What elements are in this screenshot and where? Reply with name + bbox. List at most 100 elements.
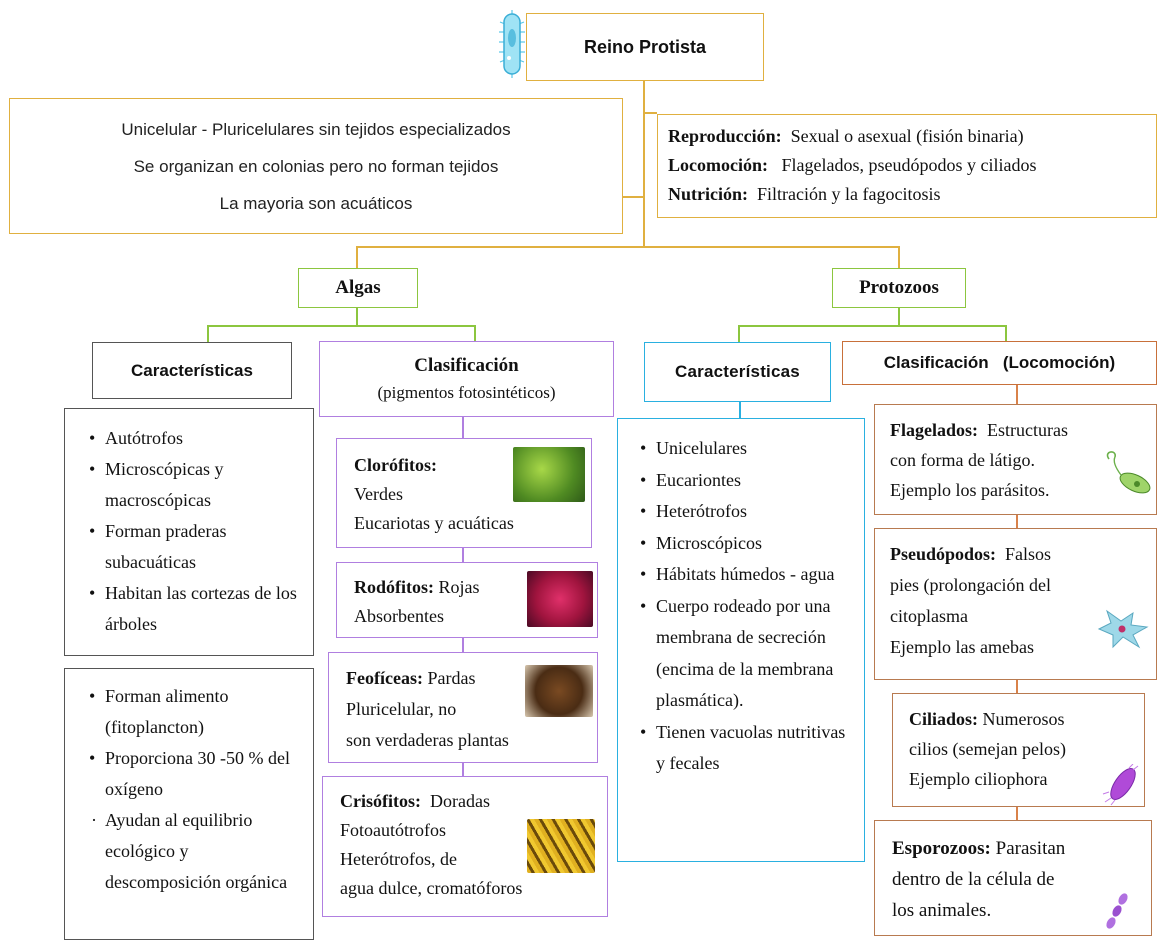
flagelados-text: Estructuras [987,420,1068,440]
connector-protozoos-split [738,325,1006,327]
algas-title: Algas [335,277,381,298]
protist-icon [498,8,526,80]
trait-nutricion: Nutrición: Filtración y la fagocitosis [668,180,1156,209]
pseudopodos-line: citoplasma [890,606,968,626]
connector-protozoos-right [1005,325,1007,343]
flagelados-line: con forma de látigo. [890,450,1035,470]
sporozoan-icon [1103,891,1133,941]
list-item: Eucariontes [640,465,854,497]
list-item: Unicelulares [640,433,854,465]
feoficeas-text: Pardas [427,668,476,688]
trait-value: Flagelados, pseudópodos y ciliados [781,155,1037,175]
protozoos-caracteristicas-list: Unicelulares Eucariontes Heterótrofos Mi… [617,418,865,862]
flagelados-line: Ejemplo los parásitos. [890,480,1050,500]
traits-box: Reproducción: Sexual o asexual (fisión b… [657,114,1157,218]
crisofitos-line: Fotoautótrofos [340,820,446,840]
ciliados-line: Ejemplo ciliophora [909,769,1048,789]
green-algae-image [513,447,585,502]
connector-loc-2 [1016,514,1018,528]
list-item: Forman alimento (fitoplancton) [89,681,301,743]
connector-clasif-4 [462,762,464,776]
protozoos-clasificacion-header: Clasificación (Locomoción) [842,341,1157,385]
connector-algas-right [474,325,476,343]
trait-label: Reproducción: [668,126,782,146]
trait-locomocion: Locomoción: Flagelados, pseudópodos y ci… [668,151,1156,180]
ciliate-icon [1101,763,1141,815]
list-item: Heterótrofos [640,496,854,528]
connector-algas-down [356,246,358,269]
general-description: Unicelular - Pluricelulares sin tejidos … [9,98,623,234]
red-algae-image [527,571,593,627]
connector-algas-left [207,325,209,343]
list-item: Autótrofos [89,423,301,454]
esporozoos-text: Parasitan [995,838,1066,859]
connector-caract-protozoos [739,401,741,419]
connector-algas-split [207,325,475,327]
crisofitos-line: agua dulce, cromatóforos [340,878,523,898]
connector-protozoos-down [898,246,900,269]
feoficeas-line: son verdaderas plantas [346,730,509,750]
ciliados-name: Ciliados: [909,709,979,729]
connector-root-down [643,80,645,248]
trait-value: Sexual o asexual (fisión binaria) [790,126,1024,146]
algas-caracteristicas-header: Características [92,342,292,399]
connector-loc-4 [1016,806,1018,820]
algas-node: Algas [298,268,418,308]
clorofitos-name: Clorófitos: [354,455,437,475]
feoficeas-name: Feofíceas: [346,668,423,688]
esporozoos-line: dentro de la célula de [892,869,1055,890]
list-item: Ayudan al equilibrio ecológico y descomp… [91,805,301,898]
crisofitos-line: Heterótrofos, de [340,849,457,869]
ciliados-text: Numerosos [982,709,1065,729]
trait-reproduccion: Reproducción: Sexual o asexual (fisión b… [668,122,1156,151]
connector-protozoos-split-down [898,307,900,327]
flagellate-icon [1101,449,1156,508]
connector-loc-1 [1016,384,1018,404]
rodofitos-text: Rojas [438,577,480,597]
rodofitos-name: Rodófitos: [354,577,434,597]
pseudopodos-line: Ejemplo las amebas [890,637,1034,657]
list-item: Forman praderas subacuáticas [89,516,301,578]
connector-general [622,196,644,198]
connector-protozoos-left [738,325,740,343]
algas-caracteristicas-title: Características [131,360,253,380]
flagelados-name: Flagelados: [890,420,978,440]
connector-branch-horizontal [356,246,900,248]
protozoos-node: Protozoos [832,268,966,308]
list-item: Microscópicos [640,528,854,560]
protozoos-clasificacion-title: Clasificación (Locomoción) [883,353,1116,372]
flagelados-box: Flagelados: Estructuras con forma de lát… [874,404,1157,515]
rodofitos-box: Rodófitos: Rojas Absorbentes [336,562,598,638]
ciliados-line: cilios (semejan pelos) [909,739,1066,759]
list-item: Proporciona 30 -50 % del oxígeno [89,743,301,805]
crisofitos-name: Crisófitos: [340,791,421,811]
connector-clasif-1 [462,417,464,438]
esporozoos-line: los animales. [892,900,992,921]
list-item: Cuerpo rodeado por una membrana de secre… [640,591,854,717]
general-line: La mayoria son acuáticos [219,193,413,213]
trait-label: Locomoción: [668,155,768,175]
clorofitos-box: Clorófitos: Verdes Eucariotas y acuática… [336,438,592,548]
golden-algae-image [527,819,595,873]
connector-clasif-2 [462,547,464,562]
crisofitos-box: Crisófitos: Doradas Fotoautótrofos Heter… [322,776,608,917]
esporozoos-name: Esporozoos: [892,838,991,859]
protozoos-caracteristicas-header: Características [644,342,831,402]
brown-algae-image [525,665,593,717]
clorofitos-line: Verdes [354,484,403,504]
feoficeas-box: Feofíceas: Pardas Pluricelular, no son v… [328,652,598,763]
trait-value: Filtración y la fagocitosis [757,184,941,204]
algas-caracteristicas-list: Autótrofos Microscópicas y macroscópicas… [64,408,314,656]
connector-loc-3 [1016,679,1018,693]
pseudopodos-line: pies (prolongación del [890,575,1051,595]
algas-clasificacion-title: Clasificación [414,355,519,376]
connector-traits [644,112,657,114]
list-item: Tienen vacuolas nutritivas y fecales [640,717,854,780]
connector-algas-split-down [356,307,358,327]
ciliados-box: Ciliados: Numerosos cilios (semejan pelo… [892,693,1145,807]
pseudopodos-box: Pseudópodos: Falsos pies (prolongación d… [874,528,1157,680]
algas-importancia-list: Forman alimento (fitoplancton) Proporcio… [64,668,314,940]
crisofitos-text: Doradas [429,791,490,811]
general-line: Se organizan en colonias pero no forman … [133,156,499,176]
root-node: Reino Protista [526,13,764,81]
